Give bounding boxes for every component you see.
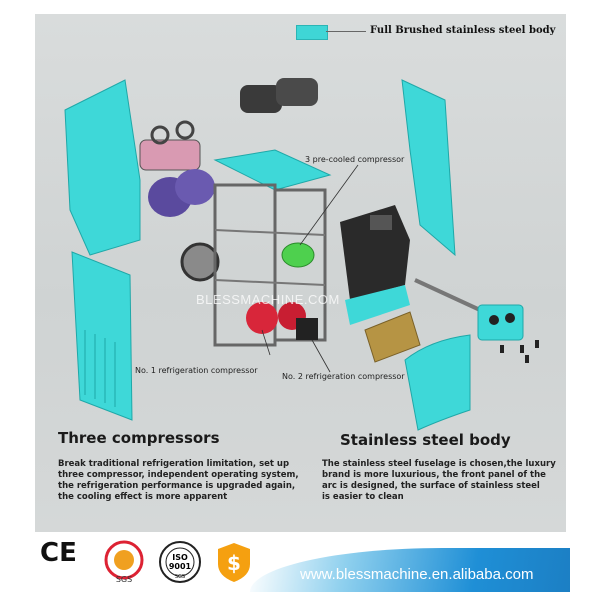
callout-no1-compressor: No. 1 refrigeration compressor [135,366,258,375]
iso-sgs-label: SGS [175,574,185,580]
right-section-description: The stainless steel fuselage is chosen,t… [322,459,572,503]
watermark: BLESSMACHINE.COM [196,292,340,307]
legend-leader-line [326,31,366,32]
screws [500,340,539,363]
sgs-seal-icon: SGS [104,540,144,584]
right-desc-line: is easier to clean [322,492,404,502]
purple-motors [148,169,215,217]
callout-no2-compressor: No. 2 refrigeration compressor [282,372,405,381]
left-section-description: Break traditional refrigeration limitati… [58,459,308,503]
left-lower-steel-panel [71,251,133,421]
front-control-panel [340,205,410,325]
dispenser-parts [414,278,524,341]
trade-assurance-icon: $ [218,543,250,582]
iso-number: 9001 [169,562,192,571]
left-desc-line: the cooling effect is more apparent [58,492,228,502]
left-upper-steel-panel [64,79,141,256]
callout-precooled-compressor: 3 pre-cooled compressor [305,155,405,164]
left-section-heading: Three compressors [58,429,220,447]
legend-color-swatch [296,25,328,40]
right-section-heading: Stainless steel body [340,431,511,449]
top-cover [240,78,318,113]
website-url[interactable]: www.blessmachine.en.alibaba.com [300,566,534,583]
iso-9001-seal-icon: ISO 9001 SGS [159,541,201,583]
left-desc-line: three compressor, independent operating … [58,470,299,480]
drip-tray [364,311,421,363]
left-desc-line: Break traditional refrigeration limitati… [58,459,290,469]
right-desc-line: The stainless steel fuselage is chosen,t… [322,459,556,469]
legend-label: Full Brushed stainless steel body [370,25,556,36]
dollar-sign: $ [227,551,241,575]
iso-label: ISO [172,553,188,562]
right-upper-steel-panel [401,79,456,257]
sgs-seal-label: SGS [116,575,132,584]
right-desc-line: arc is designed, the surface of stainles… [322,481,540,491]
fan-wheel [180,242,220,282]
ce-mark-icon: CE [40,538,77,568]
refrigeration-compressors [246,302,318,340]
dispenser-valves [139,120,201,171]
left-desc-line: the refrigeration performance is upgrade… [58,481,296,491]
precooled-compressor [281,242,315,268]
right-curved-front-panel [404,334,471,431]
right-desc-line: brand is more luxurious, the front panel… [322,470,546,480]
